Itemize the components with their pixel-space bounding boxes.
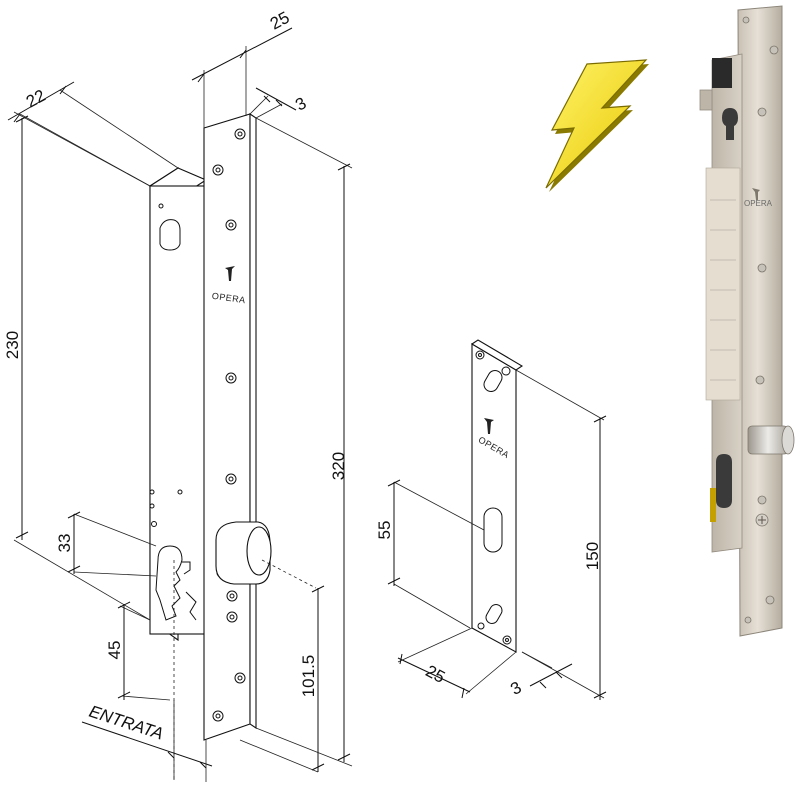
entrance-dimension: ENTRATA xyxy=(81,700,213,782)
dim-lock-top-width: 25 xyxy=(191,8,293,128)
product-photo: OPERA xyxy=(699,5,795,637)
photo-side-tab xyxy=(699,89,713,111)
photo-brand-text: OPERA xyxy=(744,199,773,208)
dim-lock-body-height: 230 xyxy=(3,111,151,621)
dim-150: 150 xyxy=(583,542,602,570)
photo-faceplate xyxy=(737,5,783,637)
dim-230: 230 xyxy=(3,331,22,359)
lock-faceplate xyxy=(203,113,251,741)
photo-label-sticker xyxy=(705,167,741,401)
body-dot xyxy=(151,521,157,527)
dim-bolt-from-bottom: 101.5 xyxy=(239,559,325,773)
photo-latch-knob xyxy=(747,425,795,455)
dim-cylinder-from-bottom: 45 xyxy=(105,560,175,780)
dim-101-5: 101.5 xyxy=(299,655,318,698)
photo-label-lines xyxy=(710,199,736,381)
dim-lock-plate-thickness: 3 xyxy=(249,87,310,119)
body-dot xyxy=(149,489,155,495)
dim-320: 320 xyxy=(329,452,348,480)
strike-plate-drawing: OPERA 55 150 25 xyxy=(375,339,607,700)
dim-55: 55 xyxy=(375,521,394,540)
latch-bolt xyxy=(215,521,272,585)
dim-45: 45 xyxy=(105,641,124,660)
dim-strike-thickness: 3 xyxy=(507,651,573,699)
dim-lock-depth: 22 xyxy=(7,81,179,187)
lock-faceplate-edge xyxy=(249,112,257,730)
dim-33: 33 xyxy=(55,534,74,553)
body-window xyxy=(159,219,181,251)
body-dot xyxy=(149,503,155,509)
cylinder-detail xyxy=(182,561,191,575)
strike-plate-edge xyxy=(470,339,524,371)
photo-cylinder-insert xyxy=(710,488,716,522)
dim-22: 22 xyxy=(23,86,49,112)
dim-3-top: 3 xyxy=(292,93,309,114)
dim-lock-plate-height: 320 xyxy=(255,117,353,767)
lock-drawing: OPERA 25 22 3 xyxy=(3,8,353,782)
lightning-bolt-icon xyxy=(545,59,649,192)
cylinder-detail xyxy=(185,591,197,621)
body-dot xyxy=(177,489,183,495)
photo-adjust-screw xyxy=(755,513,769,527)
photo-top-keyhole xyxy=(722,108,738,140)
dim-strike-hole-height: 55 xyxy=(375,479,485,629)
dim-strike-height: 150 xyxy=(515,369,607,700)
faceplate-brand-text: OPERA xyxy=(211,291,246,306)
lock-body-front xyxy=(149,185,207,635)
dim-cylinder-height: 33 xyxy=(55,511,157,577)
photo-opera-logo: OPERA xyxy=(744,188,773,208)
dim-3-bottom: 3 xyxy=(507,678,524,699)
dim-25-bottom: 25 xyxy=(422,661,448,687)
opera-logo: OPERA xyxy=(211,266,246,305)
photo-screws xyxy=(742,16,779,624)
photo-black-part xyxy=(712,58,732,88)
photo-cylinder-hole xyxy=(716,454,732,508)
body-screw xyxy=(158,203,164,209)
cylinder-cutout xyxy=(155,545,183,621)
strike-plate-face xyxy=(471,343,517,653)
